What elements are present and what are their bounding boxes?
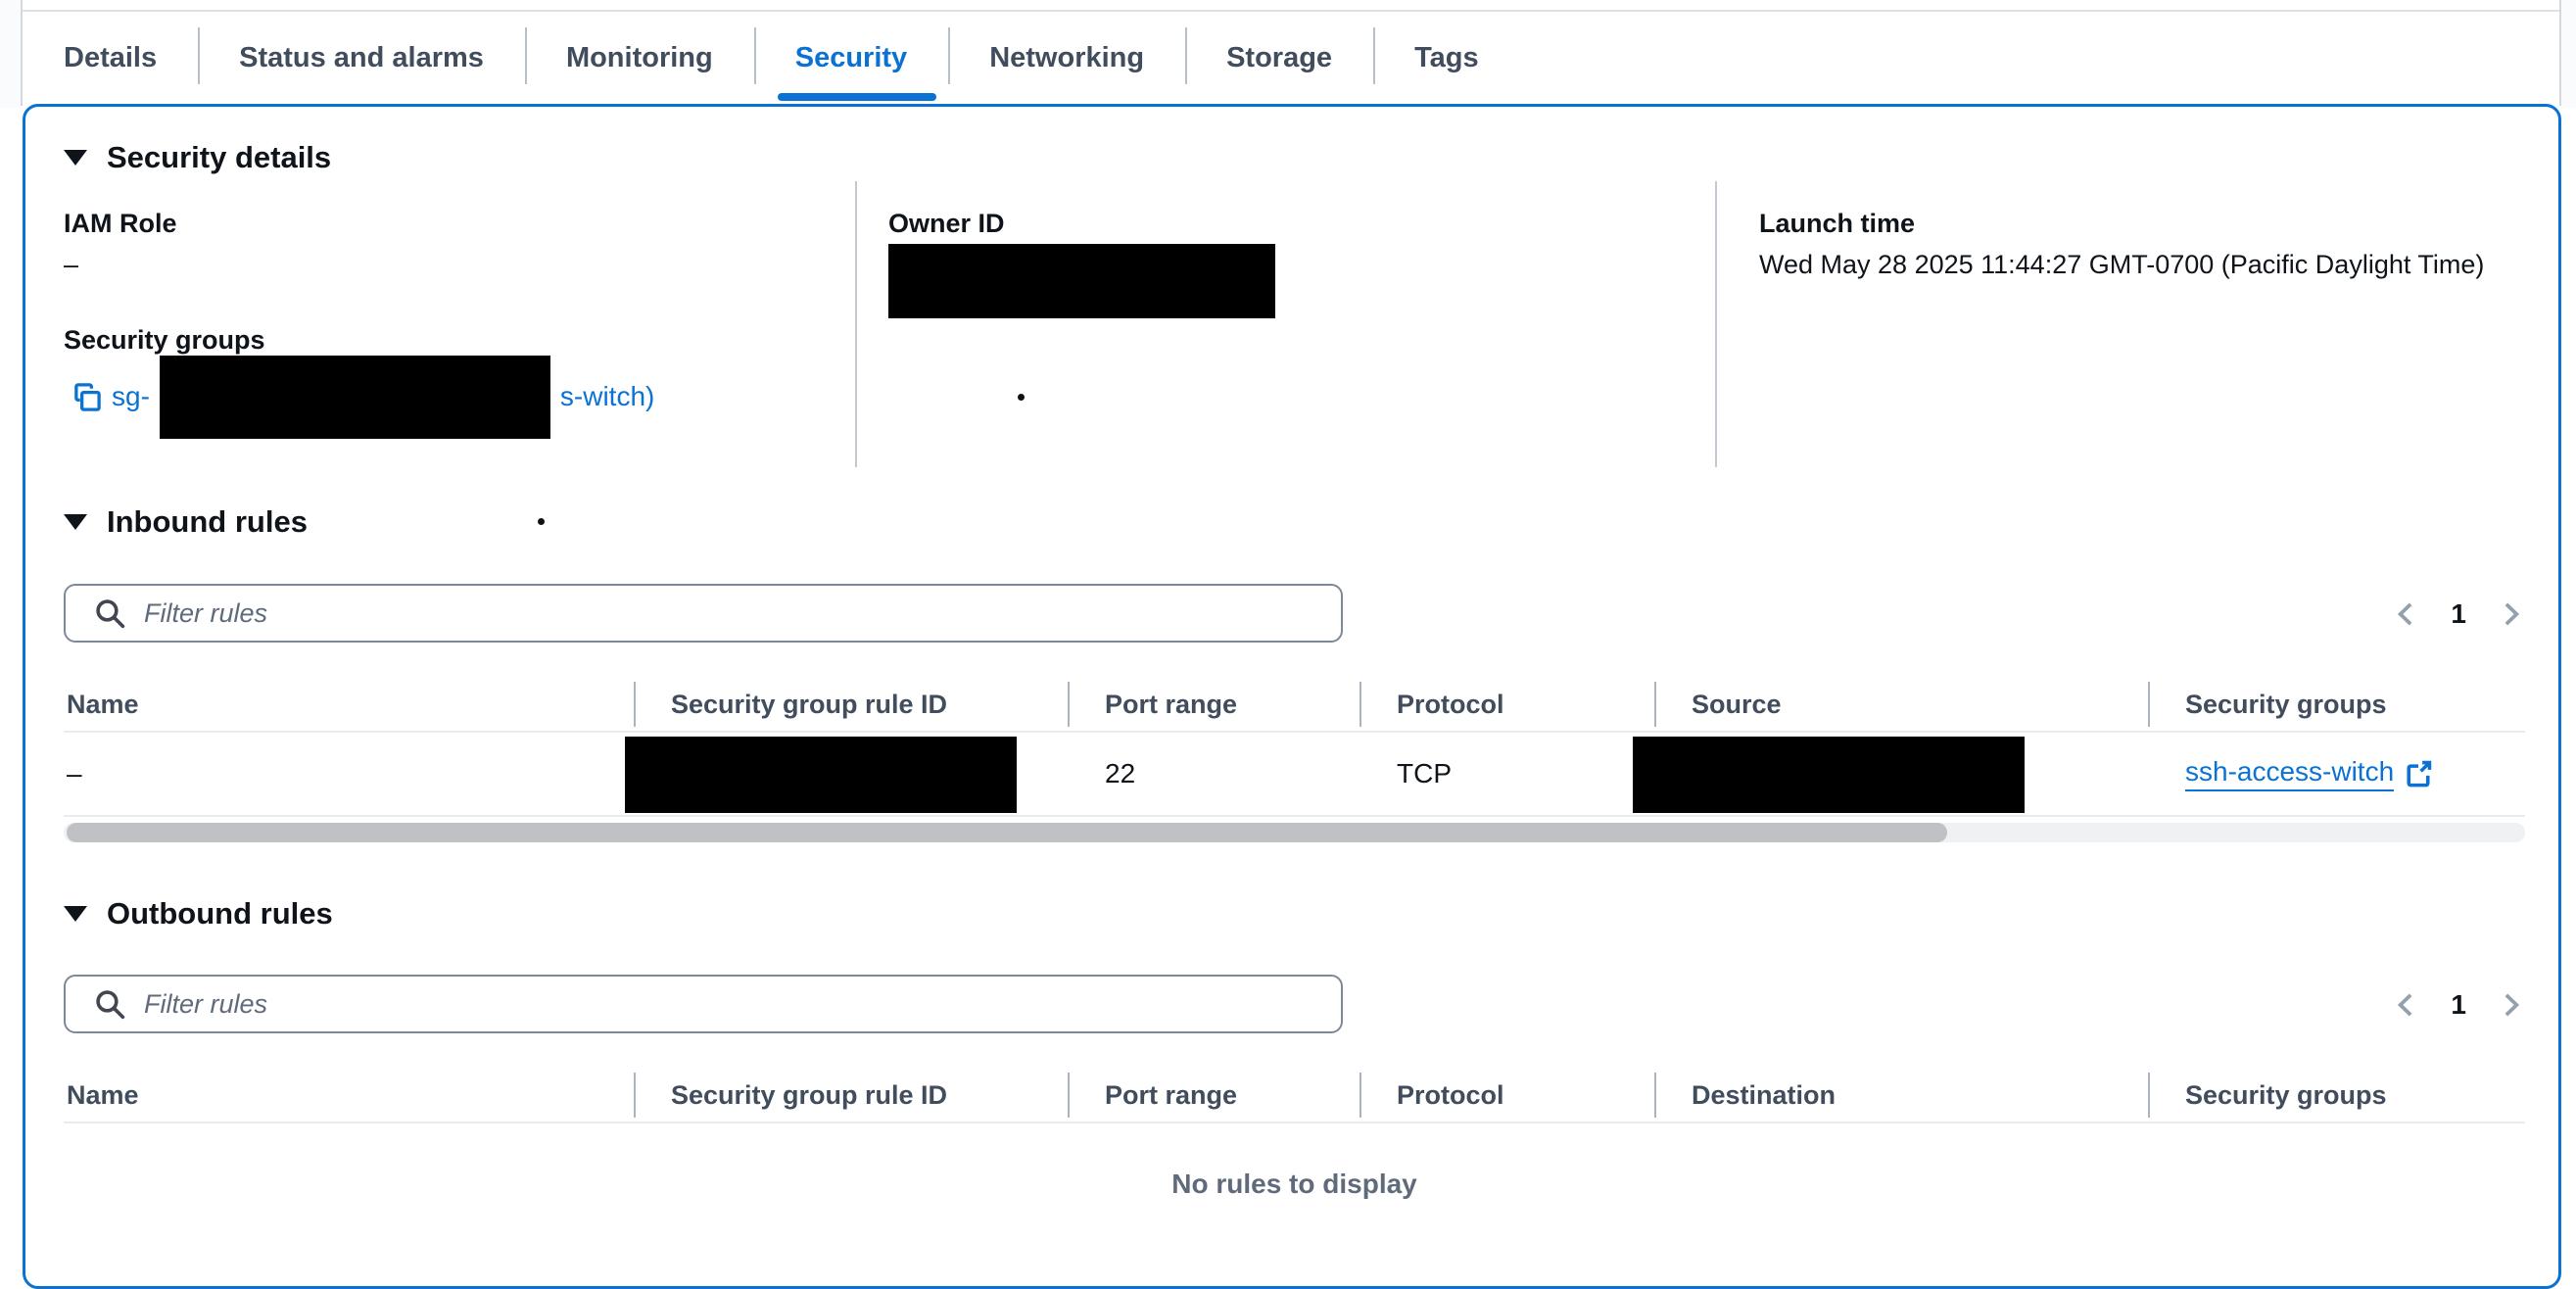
column-header-port-range: Port range — [1068, 1072, 1360, 1118]
redaction-box-source — [1633, 737, 2025, 813]
tab-security[interactable]: Security — [753, 12, 948, 104]
security-group-link-suffix[interactable]: s-witch) — [559, 381, 655, 411]
right-gutter-divider — [2559, 0, 2561, 106]
section-title: Security details — [107, 140, 332, 174]
chevron-right-icon[interactable] — [2496, 990, 2525, 1020]
inbound-rules-table: Name Security group rule ID Port range P… — [64, 678, 2525, 842]
security-tab-panel: Security details IAM Role – Security gro… — [23, 104, 2561, 1289]
outbound-rules-section-header[interactable]: Outbound rules — [64, 896, 333, 931]
collapse-caret-icon — [64, 906, 87, 922]
left-gutter-divider — [21, 0, 23, 106]
security-details-col-1: IAM Role – Security groups sg- s-witch) — [64, 181, 855, 467]
column-header-name: Name — [67, 1079, 139, 1110]
column-header-source: Source — [1654, 681, 2148, 727]
redaction-box-rule-id — [625, 737, 1017, 813]
inbound-page-number[interactable]: 1 — [2451, 598, 2466, 629]
outbound-pagination: 1 — [2392, 983, 2525, 1026]
outbound-rules-table: Name Security group rule ID Port range P… — [64, 1069, 2525, 1200]
section-title: Outbound rules — [107, 896, 333, 931]
inbound-filter-input[interactable] — [64, 584, 1343, 643]
cell-protocol: TCP — [1397, 758, 1452, 788]
outbound-filter — [64, 975, 1343, 1033]
column-header-protocol: Protocol — [1360, 681, 1654, 727]
launch-time-value: Wed May 28 2025 11:44:27 GMT-0700 (Pacif… — [1759, 250, 2485, 279]
inbound-rules-section-header[interactable]: Inbound rules — [64, 504, 308, 540]
tab-details[interactable]: Details — [64, 41, 158, 73]
chevron-left-icon[interactable] — [2392, 599, 2421, 629]
tab-monitoring[interactable]: Monitoring — [524, 12, 754, 104]
outbound-page-number[interactable]: 1 — [2451, 989, 2466, 1020]
column-header-rule-id: Security group rule ID — [634, 681, 1068, 727]
iam-role-value: – — [64, 250, 79, 279]
security-group-link-prefix[interactable]: sg- — [112, 381, 150, 411]
chevron-right-icon[interactable] — [2496, 599, 2525, 629]
cell-name: – — [67, 758, 82, 788]
security-details-col-2: Owner ID — [855, 181, 1715, 467]
column-header-protocol: Protocol — [1360, 1072, 1654, 1118]
inbound-filter — [64, 584, 1343, 643]
launch-time-label: Launch time — [1759, 209, 1916, 238]
tab-status-and-alarms[interactable]: Status and alarms — [198, 12, 525, 104]
column-header-rule-id: Security group rule ID — [634, 1072, 1068, 1118]
copy-icon[interactable] — [72, 382, 102, 412]
empty-state-message: No rules to display — [1171, 1169, 1417, 1199]
security-group-link-row: sg- s-witch) — [64, 355, 855, 439]
table-row: – 22 TCP ssh-access-witch — [64, 733, 2525, 817]
tab-storage[interactable]: Storage — [1185, 12, 1373, 104]
horizontal-scrollbar — [64, 823, 2525, 842]
iam-role-label: IAM Role — [64, 209, 177, 238]
security-details-columns: IAM Role – Security groups sg- s-witch) … — [64, 181, 2528, 467]
tab-networking[interactable]: Networking — [948, 12, 1185, 104]
redaction-box-security-group-id — [159, 355, 550, 439]
collapse-caret-icon — [64, 514, 87, 530]
column-header-port-range: Port range — [1068, 681, 1360, 727]
outbound-filter-input[interactable] — [64, 975, 1343, 1033]
section-title: Inbound rules — [107, 504, 308, 539]
chevron-left-icon[interactable] — [2392, 990, 2421, 1020]
column-header-name: Name — [67, 689, 139, 719]
owner-id-label: Owner ID — [888, 209, 1005, 238]
artifact-dot — [1018, 394, 1025, 401]
column-header-destination: Destination — [1654, 1072, 2148, 1118]
inbound-pagination: 1 — [2392, 593, 2525, 636]
column-header-security-groups: Security groups — [2148, 1072, 2525, 1118]
security-groups-label: Security groups — [64, 325, 265, 355]
inbound-table-header: Name Security group rule ID Port range P… — [64, 678, 2525, 733]
external-link-icon[interactable] — [2404, 759, 2433, 788]
outbound-table-header: Name Security group rule ID Port range P… — [64, 1069, 2525, 1123]
cell-security-group: ssh-access-witch — [2148, 756, 2525, 791]
right-gutter — [2561, 0, 2576, 108]
cell-port-range: 22 — [1105, 758, 1136, 788]
tab-bar: Details Status and alarms Monitoring Sec… — [23, 12, 1520, 104]
security-details-section-header[interactable]: Security details — [64, 140, 331, 175]
redaction-box-owner-id — [888, 244, 1275, 318]
security-group-link[interactable]: ssh-access-witch — [2185, 756, 2395, 791]
artifact-dot — [538, 518, 545, 525]
tab-tags[interactable]: Tags — [1373, 12, 1520, 104]
left-gutter — [0, 0, 21, 108]
column-header-security-groups: Security groups — [2148, 681, 2525, 727]
collapse-caret-icon — [64, 150, 87, 166]
scrollbar-thumb[interactable] — [67, 823, 1947, 842]
security-details-col-3: Launch time Wed May 28 2025 11:44:27 GMT… — [1715, 181, 2528, 467]
tab-bar-top-divider — [22, 10, 2559, 12]
